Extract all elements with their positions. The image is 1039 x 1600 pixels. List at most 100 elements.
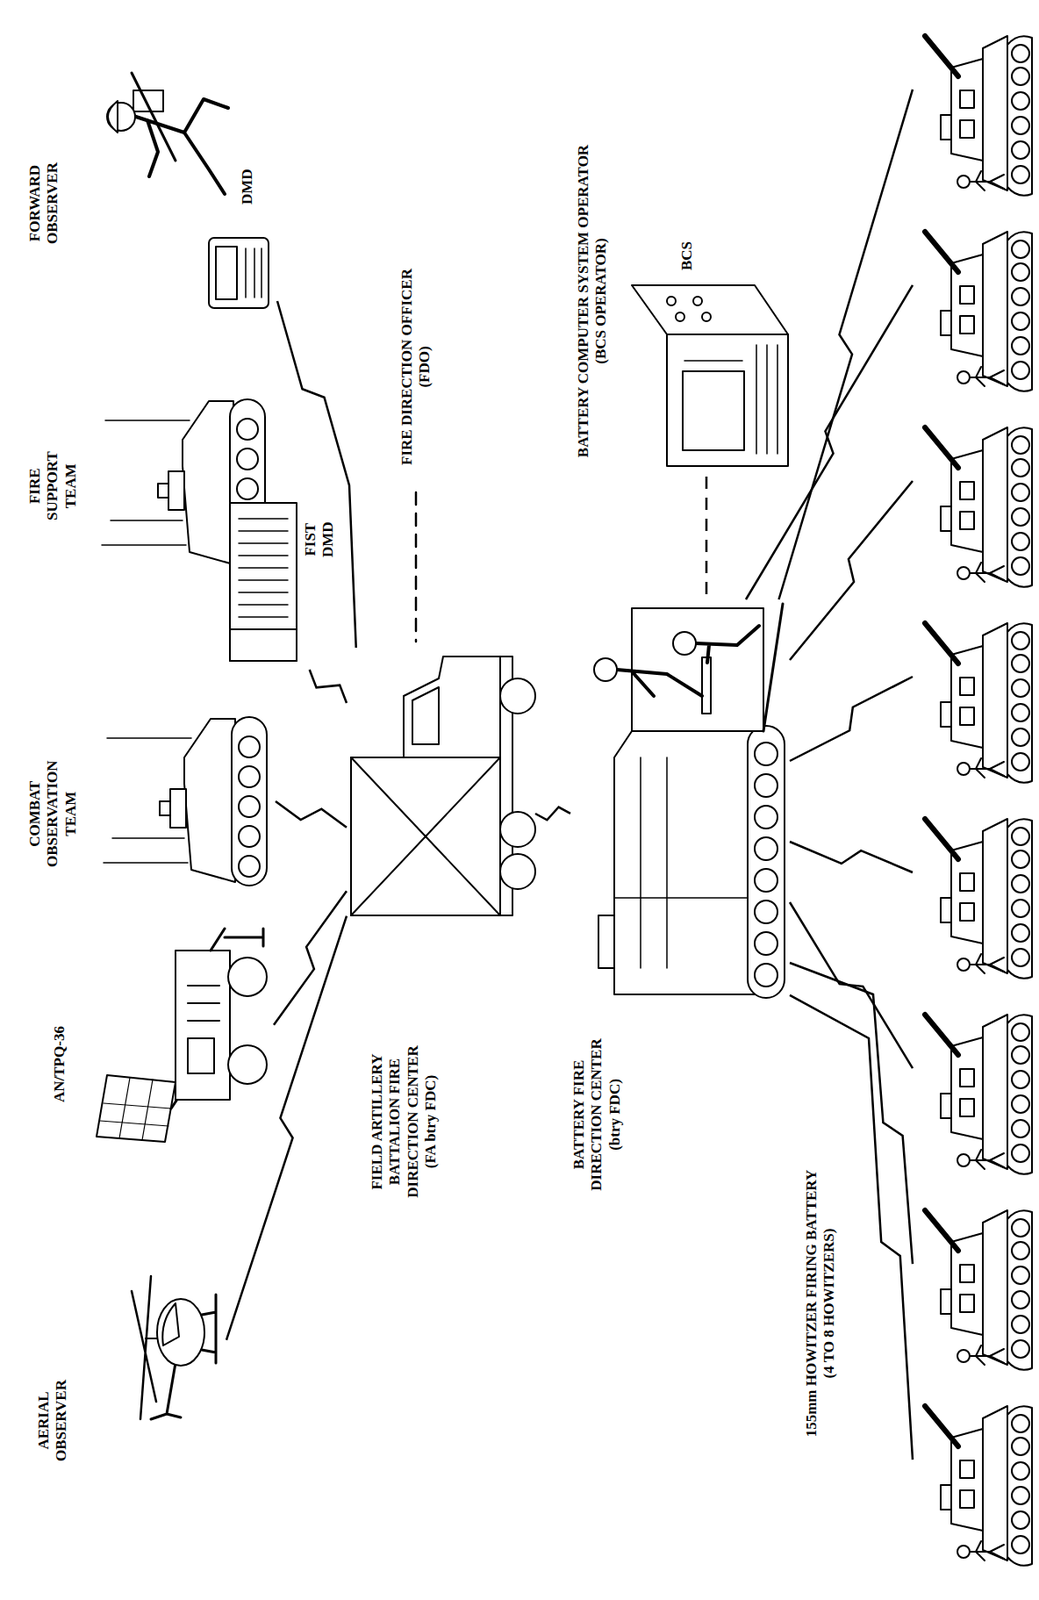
wheel [228,1045,267,1084]
truck-cab [403,656,501,758]
wheel [500,678,536,714]
hull-detail [614,757,755,968]
road-wheel [754,773,778,797]
road-wheel [754,837,778,860]
fire-support-node: FIRE SUPPORT TEAM FIST DMD [22,393,342,670]
road-wheel [754,900,778,924]
howitzer [924,1405,1032,1566]
node-label: BATTERY FIRE DIRECTION CENTER (btry FDC) [570,1031,624,1198]
operators [616,625,760,696]
radio-link [789,902,913,1068]
road-wheel [754,868,778,892]
observer-node: AERIAL OBSERVER [31,1270,227,1469]
observation-team-node: COMBAT OBSERVATION TEAM [22,709,276,894]
rifle [131,72,176,161]
battalion-fdc-node: FIELD ARTILLERY BATTALION FIRE DIRECTION… [346,647,536,925]
node-label: FIRE SUPPORT TEAM [26,451,80,521]
howitzer [924,35,1032,196]
hatch [598,915,615,968]
wheel [228,957,267,997]
rotor [131,1275,157,1419]
bcs-case [666,334,789,466]
tail-boom [150,1362,181,1419]
device-vents [238,518,288,617]
radio-link [226,916,347,1340]
radio-link [535,807,571,821]
radio-link [789,480,913,660]
radio-link [277,300,357,648]
node-label: 155mm HOWITZER FIRING BATTERY (4 TO 8 HO… [802,1164,839,1442]
wheel [500,853,536,889]
bcs-knob [702,312,711,322]
road-wheel [754,805,778,829]
bcs-knob [666,296,676,306]
skids [201,1294,216,1363]
trailer-detail [187,985,220,1074]
howitzer [924,818,1032,979]
officer-label: FIRE DIRECTION OFFICER (FDO) [398,248,435,486]
radio-link [273,890,347,1025]
radio-link [275,801,347,828]
node-label: COMBAT OBSERVATION TEAM [26,759,80,868]
track [747,725,785,998]
radar-antenna [96,1074,176,1142]
device-panel [229,629,297,661]
tow-bar [210,928,264,951]
node-label: AN/TPQ-36 [50,1025,69,1103]
leader-line [415,492,418,642]
cabin [157,1298,205,1366]
ramp [763,603,783,731]
trailer-body [175,950,230,1100]
howitzer [924,1210,1032,1370]
fist-dmd-device [229,502,297,661]
road-wheel [754,963,778,987]
battery-fdc-node: BATTERY FIRE DIRECTION CENTER (btry FDC) [570,599,790,1004]
radio-link [309,669,347,703]
bcs-knob [693,296,703,306]
cot-vehicle [103,716,267,886]
howitzer [924,427,1032,588]
computer-operator-node: BATTERY COMPUTER SYSTEM OPERATOR (BCS OP… [574,125,795,477]
node-label: AERIAL OBSERVER [35,1379,72,1462]
bcs-knob [675,312,685,322]
device-label: BCS [678,241,696,271]
operator-head [594,658,617,681]
dmd-screen [215,246,237,300]
howitzer [924,1014,1032,1175]
device-label: FIST DMD [301,521,338,558]
rear-extension [631,608,764,731]
bcs-lid [631,285,789,335]
howitzer [924,231,1032,392]
bcs-screen [682,371,745,451]
radio-link [745,285,913,600]
dmd-keys [245,248,262,298]
wheel [500,811,536,847]
radio-link [789,995,913,1460]
radio-link [789,676,913,761]
radar-node: AN/TPQ-36 [43,924,274,1148]
radio-link [779,89,914,600]
cab-window [412,687,439,745]
forward-observer-node: FORWARD OBSERVER DMD [22,50,278,315]
device-label: DMD [238,168,257,205]
table [702,657,711,714]
artwork [96,35,1032,1566]
soldier-body [136,99,229,194]
bcs-keyboard [684,344,778,454]
command-post-hull [614,730,755,995]
radio-link [789,841,913,873]
node-label: FORWARD OBSERVER [26,162,63,244]
node-label: BATTERY COMPUTER SYSTEM OPERATOR (BCS OP… [574,134,611,468]
cabin-window [162,1303,180,1346]
road-wheel [754,742,778,766]
road-wheel [754,931,778,955]
helmet [107,100,118,133]
antenna-grid [100,1077,172,1140]
dashed-link [705,476,709,600]
dmd-device [208,237,269,309]
operator-head [673,631,696,655]
